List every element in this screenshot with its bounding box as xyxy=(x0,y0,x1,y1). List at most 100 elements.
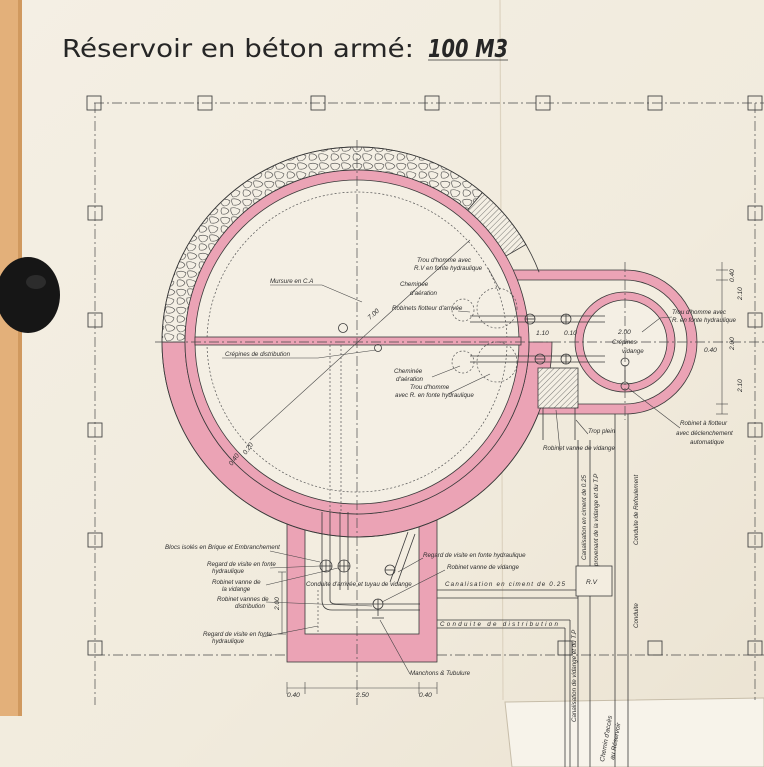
drain-valve-left-label: Robinet vanne de xyxy=(212,579,261,586)
grid-marker xyxy=(747,95,763,111)
blocks-label: Blocs isolés en Brique et Embranchement xyxy=(165,544,280,551)
distribution-valves-label: distribution xyxy=(235,603,265,610)
inlet-valve-label: Robinets flotteur d'arrivée xyxy=(392,305,463,312)
drain-valve-block xyxy=(537,367,579,409)
overflow-label: Trop plein xyxy=(588,428,616,435)
distribution-valves-label: Robinet vannes de xyxy=(217,596,269,603)
grid-marker xyxy=(87,422,103,438)
float-valve-symbol xyxy=(620,357,630,391)
manhole-bottom-label: Trou d'homme xyxy=(410,384,450,391)
grid-marker xyxy=(197,95,213,111)
grid-marker xyxy=(747,422,763,438)
vent-top-label: d'aération xyxy=(410,290,438,297)
grid-marker xyxy=(87,640,103,656)
float-valve-label: automatique xyxy=(690,439,725,446)
grid-marker xyxy=(747,640,763,656)
inlet-float-marker xyxy=(338,323,348,333)
box-pipe-bend xyxy=(321,599,420,611)
vent-bottom-label: d'aération xyxy=(396,376,424,383)
pipe-dimension-label: 1.10 xyxy=(536,330,549,337)
grid-marker xyxy=(424,95,440,111)
inspection-right-label: Regard de visite en fonte hydraulique xyxy=(423,552,526,559)
valve-symbol xyxy=(372,598,384,619)
grid-markers xyxy=(86,95,763,656)
chamber-vertical-dimension: 0.40 xyxy=(729,269,736,282)
drain-valve-right-label: Robinet vanne de vidange xyxy=(447,564,519,571)
grid-marker xyxy=(747,205,763,221)
fitting-symbol xyxy=(384,564,396,576)
grid-marker xyxy=(86,95,102,111)
pipe-dimension-label: 0.40 xyxy=(704,347,717,354)
leader-lines xyxy=(222,267,681,675)
box-width-label: 0.40 xyxy=(287,692,300,699)
manhole-top-label: Trou d'homme avec xyxy=(417,257,472,264)
manhole-top-circle xyxy=(476,287,518,329)
chamber-vertical-dimension: 2.00 xyxy=(729,337,736,351)
valve-symbol xyxy=(534,353,546,365)
drain-line-label: Canalisation de vidange et du T.P xyxy=(571,629,578,722)
strainer-marker xyxy=(374,344,382,352)
reservoir-dividing-wall xyxy=(194,336,522,346)
chamber-vertical-dimension-line xyxy=(716,262,728,415)
inspection-left-label: Regard de visite en fonte xyxy=(207,561,276,568)
paper-fold-flap xyxy=(504,697,764,767)
wall-label: Mursure en C.A xyxy=(270,278,313,285)
drain-valve-left-label: la vidange xyxy=(222,586,251,593)
reservoir-outer-outline-bottom xyxy=(161,341,540,538)
box-cement-pipe-label: Canalisation en ciment de 0.25 xyxy=(445,581,566,588)
box-width-label: 0.40 xyxy=(419,692,432,699)
box-height-dimension-line xyxy=(278,571,286,635)
manhole-bottom-label: avec R. en fonte hydraulique xyxy=(395,392,474,399)
binder-clip xyxy=(0,257,60,333)
conduit-label: Conduite xyxy=(633,603,640,628)
rv-box xyxy=(575,565,613,597)
grid-marker xyxy=(747,312,763,328)
binding-tape-edge xyxy=(18,0,22,716)
chamber-drain-label: vidange xyxy=(622,348,644,355)
sleeves-label: Manchons & Tubulure xyxy=(410,670,471,677)
grid-marker xyxy=(647,640,663,656)
box-pipe-bend xyxy=(329,599,420,605)
grid-marker xyxy=(310,95,326,111)
strainers-label: Crépines de distribution xyxy=(225,351,291,358)
binding-tape xyxy=(0,0,22,716)
bottom-dimension-line xyxy=(286,682,438,694)
fitting-symbol xyxy=(337,559,351,573)
chamber-manhole-label: R. en fonte hydraulique xyxy=(672,317,737,324)
cement-pipe-origin-label: provenant de la vidange et du T.P xyxy=(593,473,600,567)
float-valve-label: Robinet à flotteur xyxy=(680,420,728,427)
drain-valve-label: Robinet vanne de vidange xyxy=(543,445,615,452)
float-valve-label: avec déclenchement xyxy=(676,430,733,437)
diameter-dimension-line xyxy=(249,239,471,441)
vent-bottom-label: Cheminée xyxy=(394,368,423,375)
grid-marker xyxy=(535,95,551,111)
grid-marker xyxy=(87,532,103,548)
valve-symbol xyxy=(524,313,536,325)
grid-marker xyxy=(647,95,663,111)
pipe-dimension-label: 0.10 xyxy=(564,330,577,337)
chamber-vertical-dimension: 2.10 xyxy=(737,379,744,393)
cement-pipe-label: Canalisation en ciment de 0.25 xyxy=(581,474,588,560)
chamber-manhole-label: Trou d'homme avec xyxy=(672,309,727,316)
inspection-left-label: hydraulique xyxy=(212,568,245,575)
drawing-capacity: 100 M3 xyxy=(428,34,508,63)
chamber-vertical-dimension: 2.10 xyxy=(737,287,744,301)
grid-marker xyxy=(747,532,763,548)
inlet-label: Conduite d'arrivée et tuyau de vidange xyxy=(306,581,412,588)
chamber-diameter-label: 2.00 xyxy=(617,329,631,336)
valve-symbol xyxy=(560,313,572,325)
chamber-strainers-label: Crépines xyxy=(612,339,637,346)
distribution-label: Conduite de distribution xyxy=(440,621,559,628)
fitting-symbol xyxy=(319,559,333,573)
grid-marker xyxy=(87,312,103,328)
grid-marker xyxy=(87,205,103,221)
manhole-top-label: R.V en fonte hydraulique xyxy=(414,265,483,272)
vent-top-circle xyxy=(451,298,475,322)
drawing-title: Réservoir en béton armé: xyxy=(62,34,414,63)
reservoir-outer-outline-top xyxy=(161,146,540,343)
inspection-bottom-label: Regard de visite en fonte xyxy=(203,631,272,638)
valve-symbol xyxy=(560,353,572,365)
box-width-label: 2.50 xyxy=(355,692,369,699)
